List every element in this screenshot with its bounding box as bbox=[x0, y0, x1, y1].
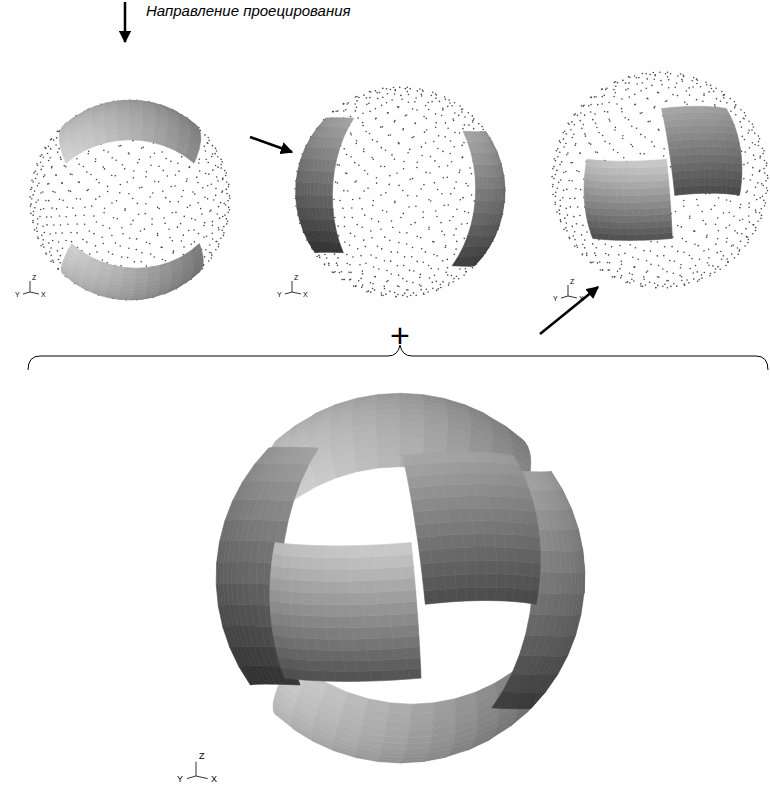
axis-label: Z bbox=[570, 278, 574, 285]
point-cloud bbox=[29, 99, 230, 300]
axis-label: X bbox=[211, 775, 217, 784]
sphere bbox=[216, 393, 585, 763]
axis-label: X bbox=[579, 295, 584, 302]
axis-triads bbox=[23, 281, 577, 779]
surface-patch bbox=[269, 393, 531, 510]
sphere bbox=[294, 86, 505, 297]
sphere bbox=[551, 71, 768, 288]
axis-label: Z bbox=[294, 274, 298, 281]
surface-patch bbox=[216, 447, 318, 685]
surface-patch bbox=[296, 118, 354, 253]
axis-label: Z bbox=[32, 274, 36, 281]
axis-triad bbox=[23, 281, 39, 294]
point-cloud bbox=[551, 71, 768, 288]
axis-triad bbox=[561, 285, 577, 298]
surface-patch bbox=[61, 244, 203, 300]
projection-arrow bbox=[124, 2, 127, 42]
axis-label: X bbox=[41, 291, 46, 298]
axis-label: Y bbox=[15, 291, 20, 298]
axis-label: Z bbox=[199, 752, 205, 761]
sphere bbox=[29, 99, 230, 300]
axis-label: Y bbox=[177, 775, 183, 784]
axis-label: Y bbox=[277, 291, 282, 298]
sphere-group bbox=[29, 71, 768, 762]
surface-patch bbox=[270, 543, 421, 682]
surface-patch bbox=[403, 452, 541, 604]
surface-patch bbox=[452, 131, 505, 266]
caption-text: Направление проецирования bbox=[146, 3, 351, 18]
plus-sign: + bbox=[390, 318, 410, 352]
surface-patch bbox=[59, 100, 200, 163]
axis-label: Y bbox=[553, 295, 558, 302]
axis-triad bbox=[187, 762, 208, 779]
point-cloud bbox=[294, 86, 505, 297]
surface-patch bbox=[584, 159, 672, 240]
projection-arrow bbox=[540, 287, 598, 334]
projection-arrow bbox=[250, 137, 292, 152]
surface-patch bbox=[662, 106, 742, 195]
axis-label: X bbox=[303, 291, 308, 298]
axis-triad bbox=[285, 281, 301, 294]
surface-patch bbox=[492, 471, 585, 709]
surface-patch bbox=[273, 659, 535, 763]
